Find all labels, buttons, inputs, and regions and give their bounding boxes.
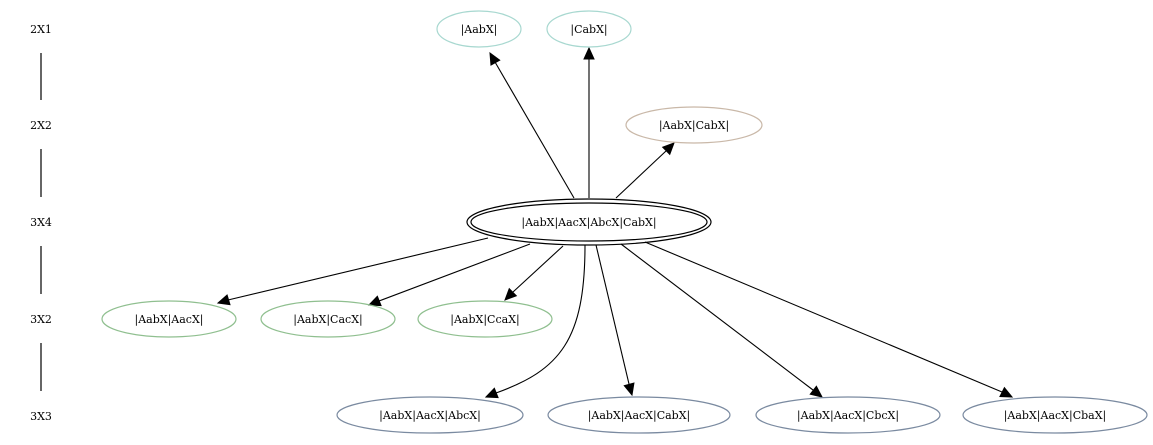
node-ellipse-inner bbox=[470, 202, 708, 242]
node-ellipse bbox=[625, 106, 763, 144]
arrow-head bbox=[661, 142, 675, 156]
rank-label-3x3: 3X3 bbox=[30, 410, 52, 423]
arrow-head bbox=[583, 46, 595, 60]
node-ellipse bbox=[101, 300, 237, 338]
arrow-head bbox=[489, 51, 501, 66]
rank-label-3x4: 3X4 bbox=[30, 216, 52, 229]
edge-line bbox=[227, 237, 489, 301]
rank-label-2x2: 2X2 bbox=[30, 119, 52, 132]
edge-n_root-to-n_aabx_aacx_cbcx bbox=[620, 243, 823, 398]
node-n-aabx-aacx-cabx[interactable]: |AabX|AacX|CabX| bbox=[547, 396, 731, 434]
node-n-aabx-aacx-cbax[interactable]: |AabX|AacX|CbaX| bbox=[962, 396, 1148, 434]
node-n-aabx-aacx[interactable]: |AabX|AacX| bbox=[101, 300, 237, 338]
edge-line bbox=[378, 243, 531, 302]
node-label: |AabX|AacX|AbcX|CabX| bbox=[521, 216, 656, 230]
edge-n_root-to-n_aabx_aacx_cbax bbox=[644, 241, 1014, 398]
node-ellipse bbox=[336, 396, 524, 434]
nodes: |AabX| |CabX| |AabX|CabX| |AabX|AacX|AbcX|C… bbox=[101, 10, 1148, 434]
node-n-aabx[interactable]: |AabX| bbox=[436, 10, 522, 48]
edge-line bbox=[620, 243, 814, 391]
node-ellipse bbox=[546, 10, 632, 48]
edge-line bbox=[494, 61, 575, 199]
arrow-head bbox=[216, 294, 231, 306]
edge-n_root-to-n_aabx_ccax bbox=[504, 245, 564, 301]
arrow-head bbox=[999, 386, 1014, 398]
node-label: |AabX|AacX| bbox=[135, 313, 204, 327]
node-label: |AabX| bbox=[461, 23, 498, 37]
node-ellipse bbox=[547, 396, 731, 434]
rank-label-3x2: 3X2 bbox=[30, 313, 52, 326]
edge-line bbox=[495, 244, 586, 394]
node-label: |AabX|AacX|CabX| bbox=[588, 409, 691, 423]
node-n-aabx-ccax[interactable]: |AabX|CcaX| bbox=[417, 300, 553, 338]
node-ellipse bbox=[436, 10, 522, 48]
rank-label-2x1: 2X1 bbox=[30, 23, 52, 36]
node-label: |AabX|CabX| bbox=[659, 119, 729, 133]
node-ellipse bbox=[260, 300, 396, 338]
node-n-aabx-aacx-cbcx[interactable]: |AabX|AacX|CbcX| bbox=[755, 396, 941, 434]
edge-n_root-to-n_aabx bbox=[489, 51, 575, 199]
edge-line bbox=[615, 150, 667, 199]
edges bbox=[216, 46, 1014, 399]
node-label: |CabX| bbox=[570, 23, 607, 37]
edge-n_root-to-n_aabx_cabx bbox=[615, 142, 675, 199]
node-label: |AabX|AacX|AbcX| bbox=[379, 409, 481, 423]
arrow-head bbox=[504, 287, 518, 301]
node-ellipse bbox=[962, 396, 1148, 434]
node-n-aabx-aacx-abcx[interactable]: |AabX|AacX|AbcX| bbox=[336, 396, 524, 434]
node-label: |AabX|CacX| bbox=[293, 313, 362, 327]
node-label: |AabX|AacX|CbaX| bbox=[1004, 409, 1107, 423]
edge-line bbox=[644, 241, 1003, 393]
edge-line bbox=[595, 244, 630, 385]
node-n-aabx-cacx[interactable]: |AabX|CacX| bbox=[260, 300, 396, 338]
arrow-head bbox=[367, 295, 382, 307]
edge-n_root-to-n_aabx_aacx_cabx bbox=[595, 244, 635, 397]
edge-n_root-to-n_aabx_aacx bbox=[216, 237, 489, 306]
arrow-head bbox=[809, 385, 823, 398]
node-n-cabx[interactable]: |CabX| bbox=[546, 10, 632, 48]
node-label: |AabX|AacX|CbcX| bbox=[797, 409, 899, 423]
node-n-aabx-cabx[interactable]: |AabX|CabX| bbox=[625, 106, 763, 144]
edge-n_root-to-n_aabx_aacx_abcx bbox=[484, 244, 586, 399]
edge-n_root-to-n_cabx bbox=[583, 46, 595, 198]
node-ellipse bbox=[466, 198, 712, 246]
node-ellipse bbox=[755, 396, 941, 434]
node-label: |AabX|CcaX| bbox=[450, 313, 519, 327]
node-n-root[interactable]: |AabX|AacX|AbcX|CabX| bbox=[466, 198, 712, 246]
edge-n_root-to-n_aabx_cacx bbox=[367, 243, 531, 307]
arrow-head bbox=[484, 387, 499, 399]
node-ellipse bbox=[417, 300, 553, 338]
edge-line bbox=[512, 245, 564, 293]
rank-axis: 2X1 2X2 3X4 3X2 3X3 bbox=[30, 23, 52, 423]
arrow-head bbox=[623, 382, 635, 397]
